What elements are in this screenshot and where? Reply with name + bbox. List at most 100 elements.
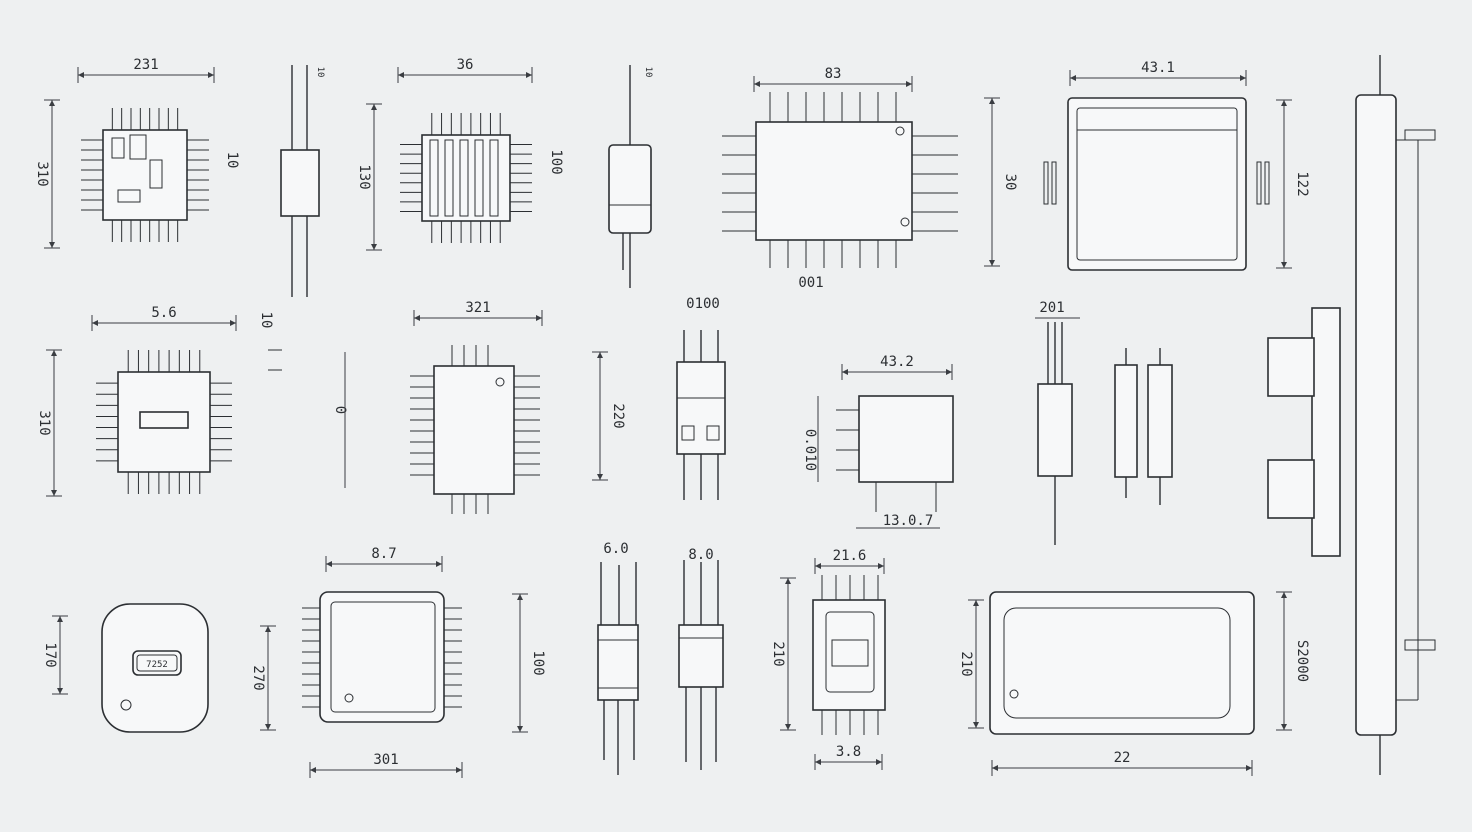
dimension-label: 0100	[686, 296, 720, 312]
component-body	[1147, 364, 1173, 478]
dimension-label: 0.010	[802, 429, 818, 471]
dimension-label: 8.0	[688, 547, 713, 563]
component-body	[129, 134, 147, 160]
component-body	[111, 137, 125, 159]
pin1-marker	[1009, 689, 1019, 699]
dimension-label: 10	[643, 67, 653, 78]
component-body	[1404, 639, 1436, 651]
component-body	[1043, 161, 1049, 205]
round-sensor: 7252 170	[42, 603, 209, 733]
component-body	[429, 139, 439, 217]
component-body	[989, 591, 1255, 735]
component-body	[117, 371, 211, 473]
dimension-label: 270	[250, 665, 266, 690]
component-body	[1311, 307, 1341, 557]
axial-resistor-2: 10	[608, 65, 653, 288]
component-body	[139, 411, 189, 429]
component-body	[1003, 607, 1231, 719]
component-body	[858, 395, 954, 483]
dimension-label: 21.6	[833, 548, 867, 564]
dimension-label: 301	[373, 752, 398, 768]
component-body	[149, 159, 163, 189]
pin1-marker	[120, 699, 132, 711]
dimension-label: 6.0	[603, 541, 628, 557]
qfp-chip-3: 5.6 310 10	[36, 305, 282, 497]
dimension-label: 0	[332, 406, 348, 414]
component-body	[608, 144, 652, 234]
dimension-label: 3.8	[836, 744, 861, 760]
component-body	[1051, 161, 1057, 205]
pin1-marker	[495, 377, 505, 387]
dimension-label: 43.2	[880, 354, 914, 370]
component-body	[117, 189, 141, 203]
component-body	[681, 425, 695, 441]
component-body	[1037, 383, 1073, 477]
component-body	[102, 129, 188, 221]
component-body	[831, 639, 869, 667]
component-body	[1114, 364, 1138, 478]
component-body	[330, 601, 436, 713]
dimension-label: 310	[34, 161, 50, 186]
component-body	[676, 361, 726, 455]
component-body	[1355, 94, 1397, 736]
component-body	[755, 121, 913, 241]
dimension-label: 170	[42, 642, 58, 667]
chip-marking-label: 7252	[146, 660, 168, 670]
component-body	[489, 139, 499, 217]
dimension-label: S2000	[1294, 640, 1310, 682]
relay-module: 43.2 0.010 13.0.7	[802, 354, 954, 529]
dimension-label: 10	[258, 312, 274, 329]
component-body	[474, 139, 484, 217]
component-body	[1404, 129, 1436, 141]
dimension-label: 321	[465, 300, 490, 316]
component-body	[825, 611, 875, 693]
pin1-marker	[900, 217, 910, 227]
dimension-label: 10	[315, 67, 325, 78]
dimension-label: 8.7	[371, 546, 396, 562]
dimension-label: 22	[1114, 750, 1131, 766]
dimension-label: 310	[36, 410, 52, 435]
plcc-chip: 8.7 270 100 301	[250, 546, 546, 778]
component-body	[280, 149, 320, 217]
component-body	[597, 624, 639, 701]
dimension-label: 100	[530, 650, 546, 675]
component-body	[1067, 97, 1247, 271]
axial-resistor-1: 10	[280, 65, 325, 297]
pin1-marker	[344, 693, 354, 703]
dimension-label: 36	[457, 57, 474, 73]
lcd-display-module: 43.1 122	[1043, 60, 1310, 271]
dimension-label: 130	[356, 164, 372, 189]
dimension-label: 30	[1002, 174, 1018, 191]
component-body	[1267, 337, 1315, 397]
soic-chip: 21.6 210 3.8	[770, 548, 886, 770]
dimension-label: 100	[548, 149, 564, 174]
axial-component-b: 8.0	[678, 547, 724, 770]
dimension-label: 43.1	[1141, 60, 1175, 76]
component-body	[1264, 161, 1270, 205]
to220-package: 0100	[676, 296, 726, 500]
component-body	[433, 365, 515, 495]
component-body	[459, 139, 469, 217]
axial-fuse: 201	[1035, 300, 1173, 545]
dimension-label: 122	[1294, 171, 1310, 196]
component-body	[1256, 161, 1262, 205]
component-body	[132, 650, 182, 676]
dimension-label: 001	[798, 275, 823, 291]
dimension-label: 210	[770, 641, 786, 666]
dimension-label: 231	[133, 57, 158, 73]
pin1-marker	[895, 126, 905, 136]
qfp-chip-2: 36 130 100	[356, 57, 564, 251]
component-body	[1267, 459, 1315, 519]
component-body	[421, 134, 511, 222]
dimension-label: 5.6	[151, 305, 176, 321]
axial-component-a: 6.0	[597, 541, 639, 775]
dimension-label: 201	[1039, 300, 1064, 316]
component-body	[444, 139, 454, 217]
dimension-label: 13.0.7	[883, 513, 934, 529]
